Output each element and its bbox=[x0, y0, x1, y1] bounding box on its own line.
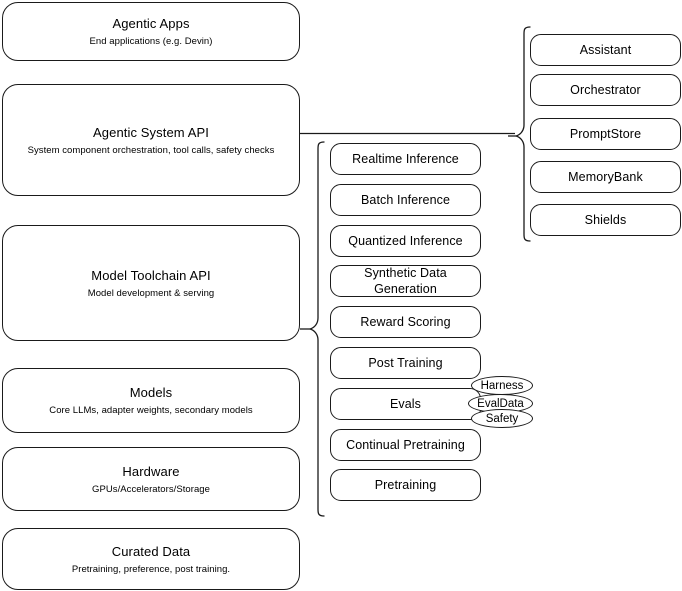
capability-label: Reward Scoring bbox=[360, 315, 451, 329]
capability-box-batch-inference[interactable]: Batch Inference bbox=[330, 184, 481, 216]
capability-box-quantized-inference[interactable]: Quantized Inference bbox=[330, 225, 481, 257]
capability-label: Realtime Inference bbox=[352, 152, 459, 166]
bracket-toolchain-capabilities bbox=[300, 140, 326, 520]
capability-box-pretraining[interactable]: Pretraining bbox=[330, 469, 481, 501]
component-box-memorybank[interactable]: MemoryBank bbox=[530, 161, 681, 193]
layer-subtitle: Model development & serving bbox=[87, 287, 215, 299]
layer-box-model-toolchain-api[interactable]: Model Toolchain API Model development & … bbox=[2, 225, 300, 341]
component-label: Orchestrator bbox=[570, 83, 641, 97]
eval-pill-label: Safety bbox=[485, 412, 519, 425]
capability-box-post-training[interactable]: Post Training bbox=[330, 347, 481, 379]
eval-pill-harness[interactable]: Harness bbox=[471, 376, 533, 395]
capability-label: Post Training bbox=[368, 356, 443, 370]
capability-box-evals[interactable]: Evals bbox=[330, 388, 481, 420]
component-box-orchestrator[interactable]: Orchestrator bbox=[530, 74, 681, 106]
capability-label: Evals bbox=[389, 397, 422, 411]
component-label: MemoryBank bbox=[568, 170, 643, 184]
component-label: Assistant bbox=[579, 43, 632, 57]
component-box-assistant[interactable]: Assistant bbox=[530, 34, 681, 66]
component-label: Shields bbox=[584, 213, 627, 227]
eval-pill-label: EvalData bbox=[477, 397, 524, 410]
capability-label: Batch Inference bbox=[360, 193, 451, 207]
capability-box-realtime-inference[interactable]: Realtime Inference bbox=[330, 143, 481, 175]
capability-label: Continual Pretraining bbox=[346, 438, 465, 452]
layer-box-agentic-system-api[interactable]: Agentic System API System component orch… bbox=[2, 84, 300, 196]
component-box-promptstore[interactable]: PromptStore bbox=[530, 118, 681, 150]
layer-box-models[interactable]: Models Core LLMs, adapter weights, secon… bbox=[2, 368, 300, 433]
eval-pill-safety[interactable]: Safety bbox=[471, 409, 533, 428]
capability-box-reward-scoring[interactable]: Reward Scoring bbox=[330, 306, 481, 338]
layer-subtitle: System component orchestration, tool cal… bbox=[27, 144, 275, 156]
layer-box-hardware[interactable]: Hardware GPUs/Accelerators/Storage bbox=[2, 447, 300, 511]
capability-label: Synthetic Data Generation bbox=[364, 266, 447, 296]
layer-subtitle: GPUs/Accelerators/Storage bbox=[92, 483, 210, 495]
layer-title: Hardware bbox=[122, 463, 180, 479]
layer-subtitle: End applications (e.g. Devin) bbox=[89, 36, 213, 47]
layer-title: Agentic System API bbox=[93, 124, 209, 140]
layer-title: Model Toolchain API bbox=[91, 267, 211, 283]
component-label: PromptStore bbox=[569, 127, 642, 141]
bracket-agentic-components bbox=[508, 25, 532, 245]
layer-subtitle: Core LLMs, adapter weights, secondary mo… bbox=[49, 405, 253, 416]
layer-subtitle: Pretraining, preference, post training. bbox=[71, 563, 231, 575]
layer-box-curated-data[interactable]: Curated Data Pretraining, preference, po… bbox=[2, 528, 300, 590]
component-box-shields[interactable]: Shields bbox=[530, 204, 681, 236]
capability-label: Pretraining bbox=[374, 478, 437, 492]
layer-title: Models bbox=[129, 385, 173, 400]
capability-box-continual-pretraining[interactable]: Continual Pretraining bbox=[330, 429, 481, 461]
layer-title: Agentic Apps bbox=[112, 16, 190, 31]
capability-box-synthetic-data-generation[interactable]: Synthetic Data Generation bbox=[330, 265, 481, 297]
layer-title: Curated Data bbox=[111, 543, 191, 559]
capability-label: Quantized Inference bbox=[348, 234, 463, 248]
connector-system-api-to-components bbox=[300, 126, 522, 142]
eval-pill-label: Harness bbox=[480, 379, 524, 392]
layer-box-agentic-apps[interactable]: Agentic Apps End applications (e.g. Devi… bbox=[2, 2, 300, 61]
